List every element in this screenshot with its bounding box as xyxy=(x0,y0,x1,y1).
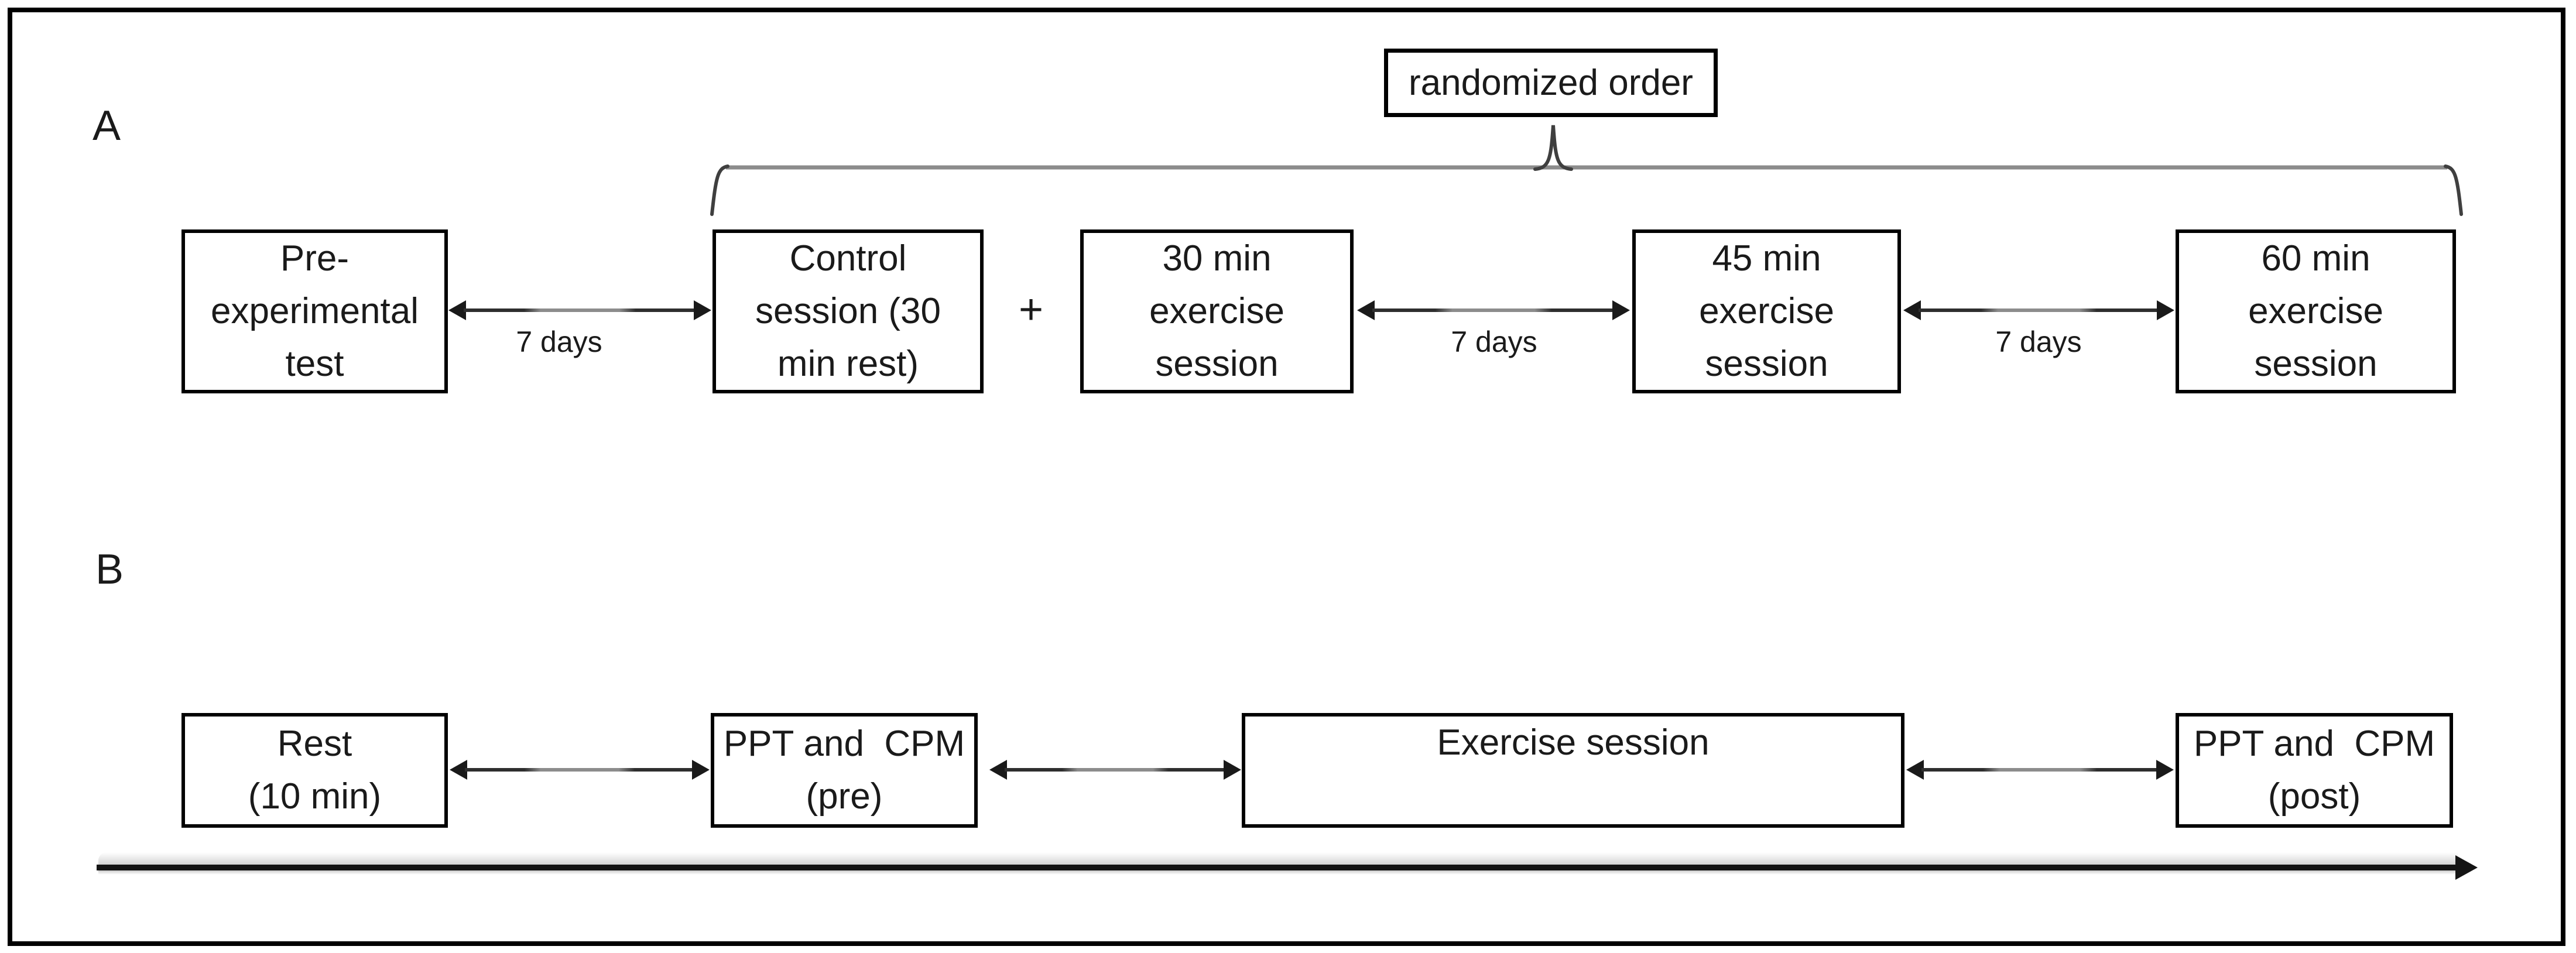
double-arrow-exercise-to-ppt-post xyxy=(1906,759,2174,780)
timeline-arrowhead-icon xyxy=(2455,855,2478,880)
box-ppt-cpm-post: PPT and CPM (post) xyxy=(2176,713,2453,828)
arrowhead-right-icon xyxy=(1224,760,1241,780)
arrowhead-right-icon xyxy=(692,760,710,780)
randomized-order-box: randomized order xyxy=(1384,49,1718,117)
double-arrow-45-to-60 xyxy=(1903,300,2174,321)
plus-sign: + xyxy=(1018,286,1044,333)
timeline-shadow xyxy=(98,852,2458,865)
box-ppt-cpm-pre: PPT and CPM (pre) xyxy=(711,713,978,828)
panel-b-label: B xyxy=(95,546,124,593)
arrowhead-left-icon xyxy=(450,760,467,780)
outer-border xyxy=(8,8,2565,946)
box-exercise-session: Exercise session xyxy=(1242,713,1904,828)
interval-label-2: 7 days xyxy=(1451,325,1537,358)
arrowhead-right-icon xyxy=(2157,300,2174,320)
panel-a-label: A xyxy=(93,102,121,149)
arrowhead-left-icon xyxy=(1357,300,1375,320)
interval-label-1: 7 days xyxy=(516,325,602,358)
double-arrow-30-to-45 xyxy=(1357,300,1630,321)
box-rest: Rest (10 min) xyxy=(181,713,448,828)
timeline-arrow xyxy=(97,865,2457,870)
arrowhead-right-icon xyxy=(2156,760,2174,780)
box-60min-exercise-session: 60 min exercise session xyxy=(2176,229,2456,393)
arrowhead-left-icon xyxy=(989,760,1007,780)
interval-label-3: 7 days xyxy=(1995,325,2082,358)
arrowhead-left-icon xyxy=(1906,760,1924,780)
box-45min-exercise-session: 45 min exercise session xyxy=(1632,229,1901,393)
box-control-session: Control session (30 min rest) xyxy=(712,229,984,393)
arrowhead-right-icon xyxy=(1612,300,1630,320)
box-pre-experimental-test: Pre- experimental test xyxy=(181,229,448,393)
arrowhead-left-icon xyxy=(448,300,466,320)
double-arrow-ppt-pre-to-exercise xyxy=(989,759,1241,780)
double-arrow-pre-to-control xyxy=(448,300,711,321)
double-arrow-rest-to-ppt-pre xyxy=(450,759,710,780)
arrowhead-left-icon xyxy=(1903,300,1921,320)
arrowhead-right-icon xyxy=(694,300,711,320)
box-30min-exercise-session: 30 min exercise session xyxy=(1080,229,1354,393)
timeline-under-shadow xyxy=(98,870,2458,875)
